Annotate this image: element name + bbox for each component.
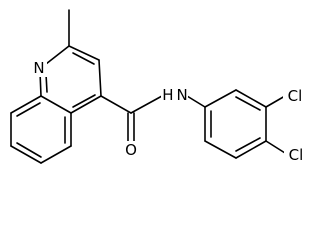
pyridine-ring bbox=[39, 45, 102, 114]
atom-label-amide-nh: H N bbox=[162, 86, 188, 104]
bond-c4-c4a bbox=[70, 95, 102, 114]
bond-ar3-cl bbox=[265, 95, 286, 108]
bond-nh-aryl bbox=[186, 95, 206, 108]
bond-ar4-ar5 bbox=[235, 140, 267, 159]
bond-ar1-ar2 bbox=[204, 89, 237, 108]
bond-ar5-ar6 bbox=[204, 140, 237, 159]
bond-n1-c2 bbox=[45, 45, 70, 65]
bond-c4a-c8a bbox=[40, 95, 72, 114]
atom-label-chlorine-3: Cl bbox=[288, 87, 303, 105]
bond-c2-c3 bbox=[68, 45, 100, 61]
bond-c4-c4a-double bbox=[72, 94, 96, 108]
bond-c6-c5 bbox=[40, 145, 72, 164]
atom-label-carbonyl-oxygen: O bbox=[125, 141, 137, 159]
bond-ar2-ar3-double bbox=[235, 96, 261, 111]
bond-c7-c6 bbox=[10, 145, 42, 164]
bond-ar2-ar3 bbox=[235, 89, 267, 108]
bond-c8a-c8 bbox=[10, 95, 42, 114]
bond-carbonyl-nh bbox=[130, 95, 163, 114]
bond-ar4-ar5-double bbox=[235, 137, 261, 152]
benzo-ring bbox=[10, 95, 72, 164]
atom-label-chlorine-4: Cl bbox=[289, 146, 304, 164]
atom-label-ring-nitrogen: N bbox=[33, 59, 44, 77]
amide-group bbox=[100, 95, 206, 143]
chemical-structure: N H N O Cl Cl bbox=[10, 9, 304, 164]
bond-c3-c4 bbox=[98, 59, 102, 97]
bond-c8-c8a-double bbox=[16, 102, 41, 117]
bond-c4-carbonyl bbox=[100, 95, 132, 114]
bond-c2-c3-double bbox=[72, 52, 95, 65]
bond-c7-c6-double bbox=[16, 142, 42, 158]
bond-ar4-cl bbox=[265, 140, 286, 154]
dichlorophenyl-ring bbox=[204, 89, 267, 159]
